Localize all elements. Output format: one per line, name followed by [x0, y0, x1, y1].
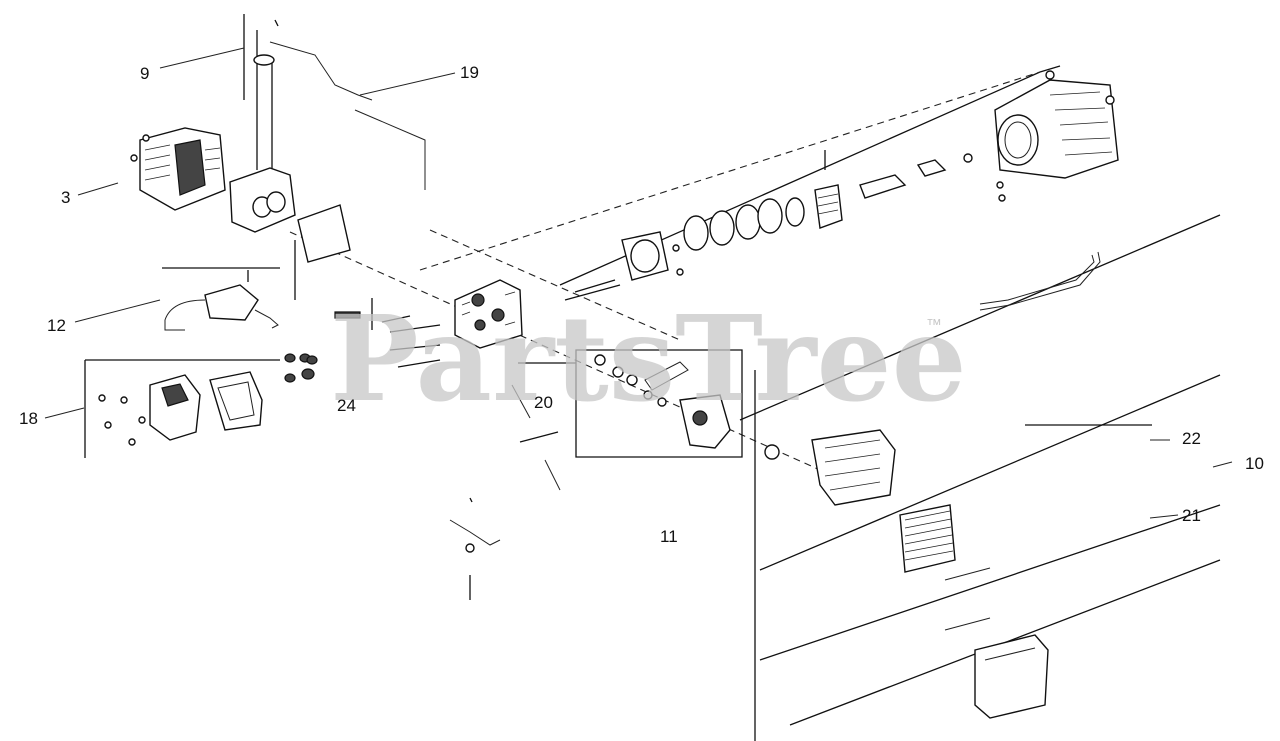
fuel-line: [979, 251, 1101, 311]
valve-springs: [284, 353, 318, 383]
watermark-trademark: ™: [926, 317, 942, 334]
air-filter: [899, 504, 991, 581]
ignition-coil: [162, 240, 296, 331]
carburetor-kit: [518, 349, 743, 458]
callout-24: 24: [337, 396, 356, 415]
air-cleaner-base: [764, 429, 896, 506]
piston-and-rod: [814, 150, 973, 229]
callout-12: 12: [47, 316, 66, 335]
watermark-text: PartsTree: [330, 289, 967, 428]
callout-19: 19: [460, 63, 479, 82]
crankcase-block: [994, 70, 1119, 202]
cylinder-head: [334, 279, 561, 491]
rocker-cover-group: [84, 359, 280, 458]
muffler: [229, 167, 351, 263]
air-cleaner-cover: [944, 617, 1049, 719]
callout-21: 21: [1182, 506, 1201, 525]
callout-20: 20: [534, 393, 553, 412]
callout-18: 18: [19, 409, 38, 428]
callout-9: 9: [140, 64, 149, 83]
callout-leaders: [44, 47, 1233, 519]
head-gasket-and-rings: [564, 197, 805, 301]
callout-10: 10: [1245, 454, 1264, 473]
callout-11: 11: [660, 527, 678, 546]
callout-3: 3: [61, 188, 70, 207]
callout-22: 22: [1182, 429, 1201, 448]
heat-shield: [130, 127, 226, 211]
misc-hardware: [449, 497, 501, 600]
breather-assembly: [243, 14, 426, 190]
